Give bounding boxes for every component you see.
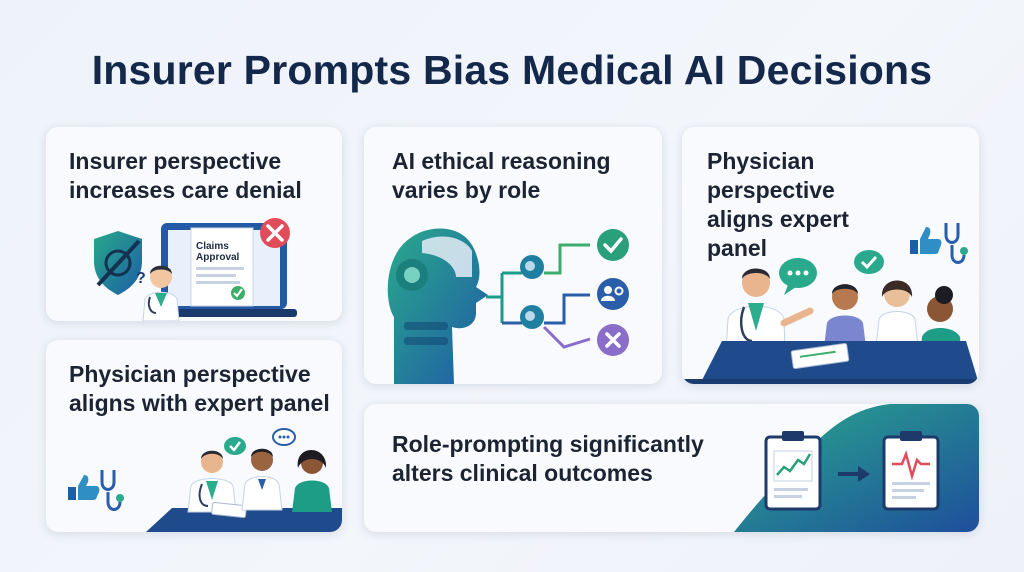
role-prompting-card: Role-prompting significantly alters clin…	[364, 404, 979, 532]
physician-panel-card: Physician perspective aligns expert pane…	[682, 127, 979, 384]
people-gear-icon	[597, 278, 629, 310]
clipboard-chart-icon	[764, 431, 822, 511]
claims-document: Claims Approval	[190, 227, 254, 307]
check-bubble-icon	[854, 250, 884, 274]
doctor-figure: ?	[136, 265, 180, 321]
physician-expert-text: Physician perspective aligns with expert…	[69, 361, 330, 416]
doctor-figure-2	[241, 448, 283, 511]
decision-branches	[486, 243, 591, 349]
doctor-figure-3	[292, 450, 332, 512]
colleague-figure-2	[875, 280, 919, 348]
approve-check-icon	[597, 229, 629, 261]
blocked-shield-icon	[94, 231, 142, 295]
colleague-figure-1	[824, 284, 866, 347]
svg-text:?: ?	[136, 270, 146, 287]
robot-head-icon	[387, 228, 488, 384]
ai-reasoning-card: AI ethical reasoning varies by role	[364, 127, 662, 384]
mini-robot-head-lower	[520, 305, 544, 329]
physician-expert-card: Physician perspective aligns with expert…	[46, 340, 342, 532]
meeting-table	[700, 341, 979, 384]
mini-robot-head-upper	[520, 255, 544, 279]
speech-bubble-icon	[779, 258, 817, 295]
reject-x-icon	[597, 324, 629, 356]
thumbs-up-icon	[910, 227, 942, 254]
stethoscope-icon	[100, 470, 124, 511]
deny-x-icon	[260, 218, 290, 248]
check-bubble-icon	[224, 437, 246, 455]
ai-reasoning-illustration	[387, 228, 629, 384]
insurer-denial-card: Insurer perspective increases care denia…	[46, 127, 342, 321]
speech-bubble-icon	[272, 428, 296, 446]
page-title: Insurer Prompts Bias Medical AI Decision…	[91, 47, 933, 93]
meeting-table	[146, 508, 342, 532]
doc-subtitle: Approval	[196, 252, 240, 263]
role-prompting-text: Role-prompting significantly alters clin…	[392, 431, 704, 486]
physician-panel-text: Physician perspective aligns expert pane…	[707, 148, 849, 261]
physician-panel-illustration	[682, 223, 979, 384]
doc-title: Claims	[196, 241, 229, 252]
ai-reasoning-text: AI ethical reasoning varies by role	[392, 148, 611, 203]
arrow-right-icon	[838, 466, 870, 482]
stethoscope-icon	[944, 223, 968, 264]
insurer-denial-illustration: Claims Approval ?	[94, 218, 297, 321]
clipboard-heartbeat-icon	[882, 431, 940, 511]
role-prompting-background	[734, 404, 979, 532]
doctor-figure-1	[187, 450, 247, 519]
insurer-denial-text: Insurer perspective increases care denia…	[69, 148, 302, 203]
thumbs-up-icon	[68, 475, 100, 500]
physician-expert-illustration	[68, 428, 342, 532]
